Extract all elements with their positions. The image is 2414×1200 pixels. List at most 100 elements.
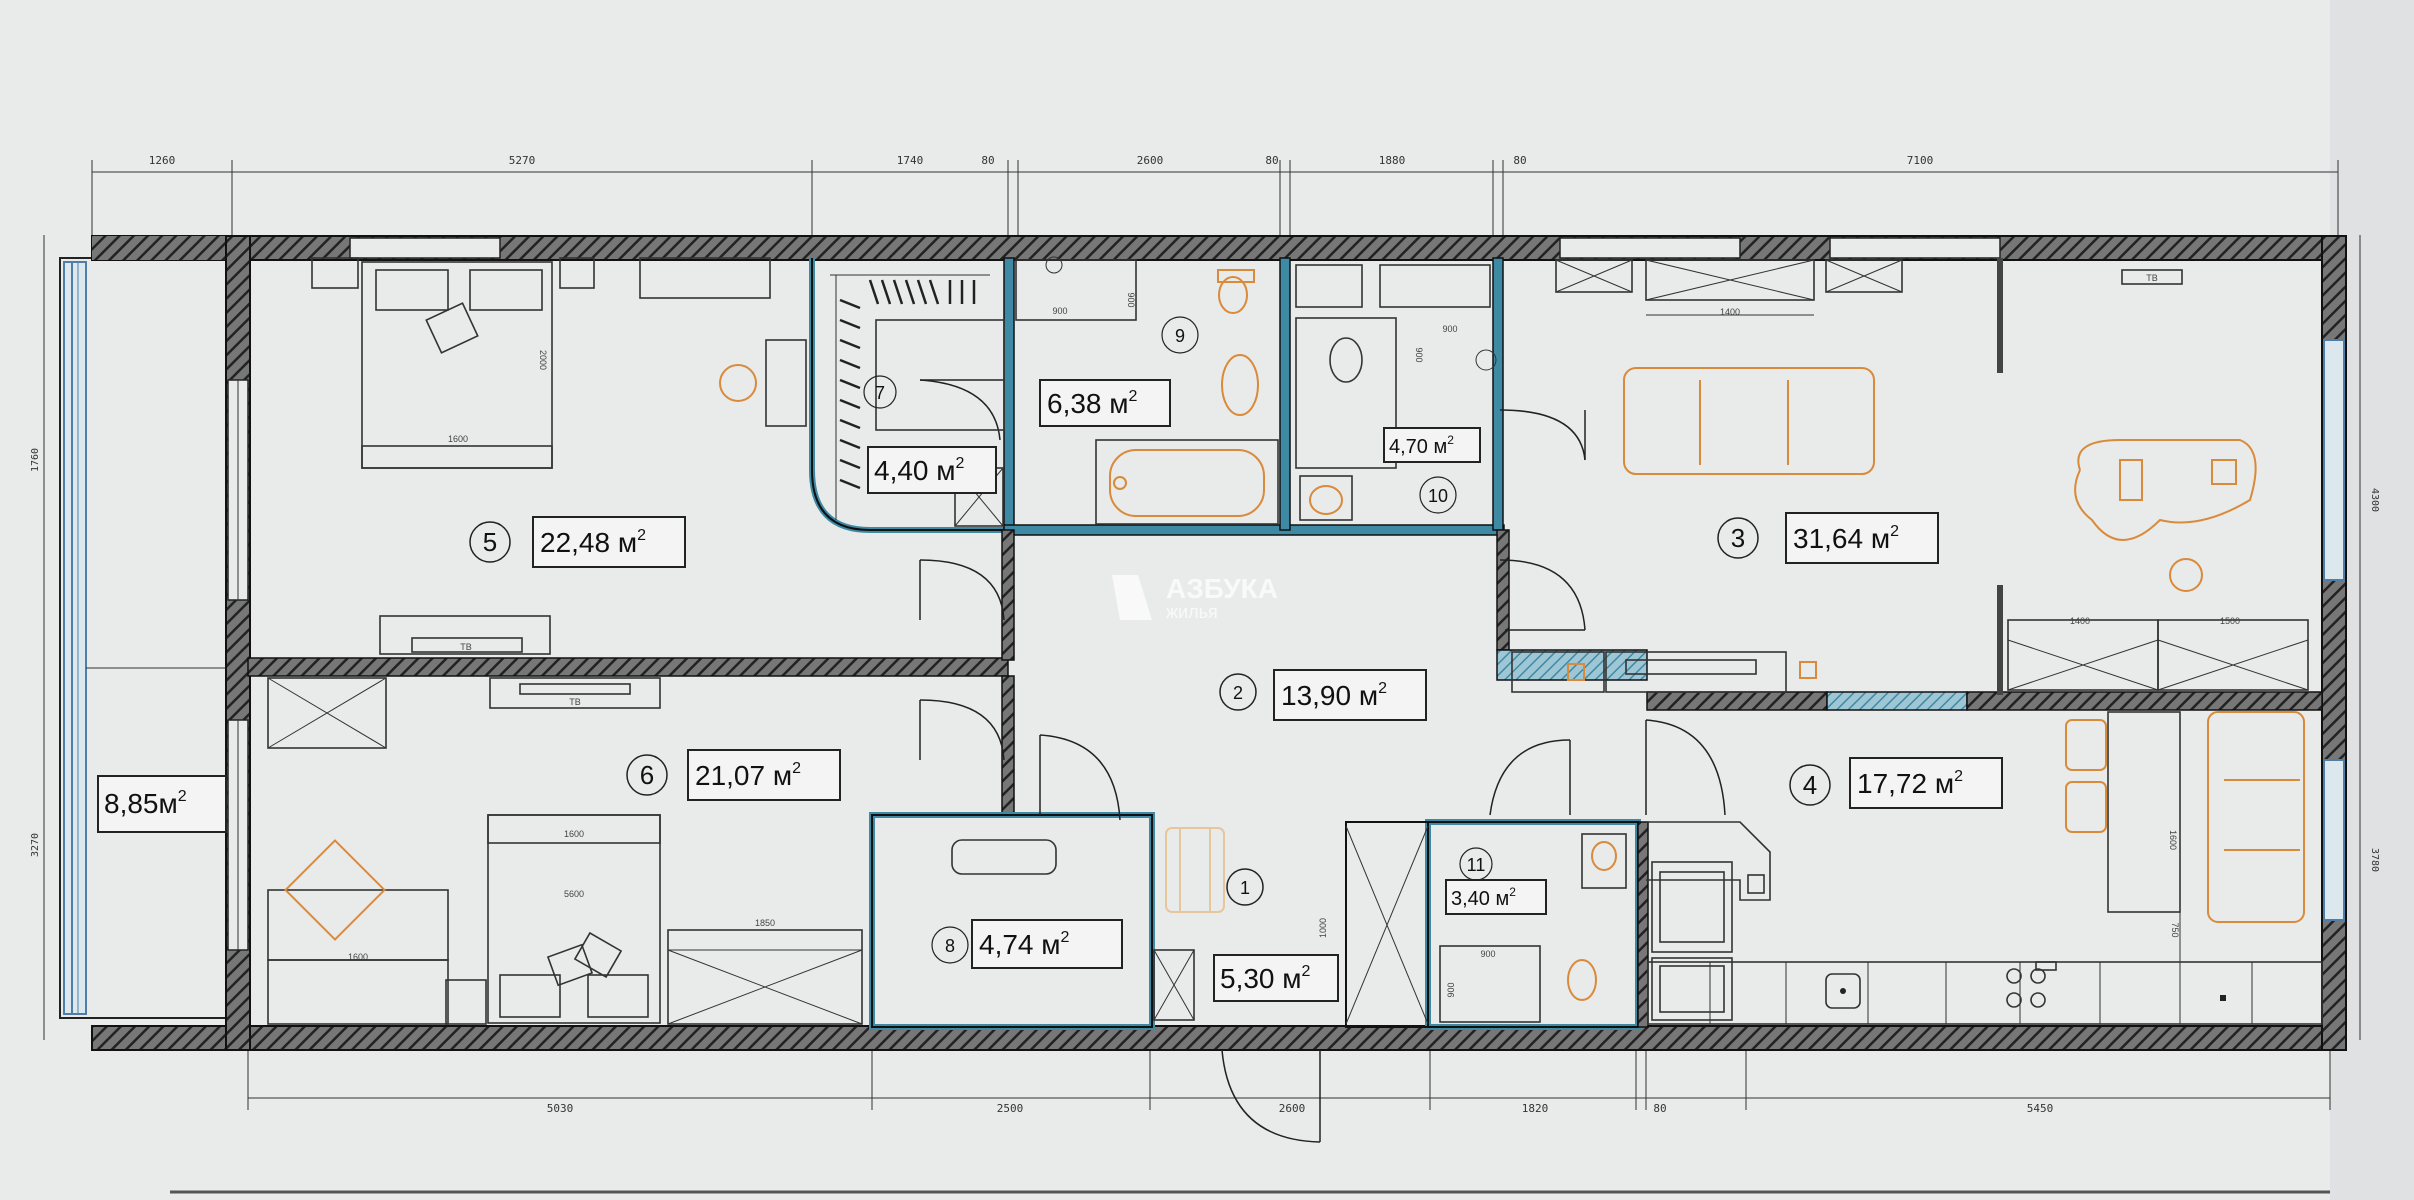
room-5-num-circle xyxy=(469,521,511,563)
dim-right-2: 3780 xyxy=(2369,848,2380,872)
bottom-dimension-chain: 5030 2500 2600 1820 80 5450 xyxy=(247,1040,2331,1115)
room-5-number: 5 xyxy=(483,527,497,557)
dim-bottom-4: 1820 xyxy=(1522,1102,1549,1115)
tv-label-6: ТВ xyxy=(569,697,581,707)
room-3-area: 31,64 м2 xyxy=(1793,523,1899,554)
watermark: АЗБУКА жилья xyxy=(1112,573,1278,622)
dim-top-2: 5270 xyxy=(509,154,536,167)
left-windows xyxy=(227,379,249,951)
balcony-area: 8,85м2 xyxy=(104,788,187,819)
dim-room10-a: 900 xyxy=(1442,324,1457,334)
room-4-area: 17,72 м2 xyxy=(1857,768,1963,799)
tv-label-3: ТВ xyxy=(2146,273,2158,283)
watermark-subtitle: жилья xyxy=(1166,602,1218,622)
dim-kitchen4b: 750 xyxy=(2170,922,2180,937)
dim-kitchen4: 1600 xyxy=(2168,830,2178,850)
balcony xyxy=(59,257,233,1019)
room-9-bathroom: 900 900 xyxy=(1015,256,1279,525)
dim-desk6: 1600 xyxy=(348,952,368,962)
room-7-num-circle xyxy=(863,375,897,409)
room-7-area-box xyxy=(867,446,997,494)
room-labels: 5 22,48 м2 6 21,07 м2 7 4,40 м2 9 6,38 м… xyxy=(97,316,2003,1002)
dim-top-6: 80 xyxy=(1265,154,1278,167)
room-8-num-circle xyxy=(931,926,969,964)
dim-left-1: 1760 xyxy=(30,448,41,472)
room-4-number: 4 xyxy=(1803,770,1817,800)
dim-room9-b: 900 xyxy=(1126,292,1136,307)
dim-room10-b: 900 xyxy=(1414,347,1424,362)
room-6-num-circle xyxy=(626,754,668,796)
room-11-bathroom: 900 900 xyxy=(1439,833,1627,1023)
doors xyxy=(919,379,1726,1143)
dim-top-8: 80 xyxy=(1513,154,1526,167)
room-7-number: 7 xyxy=(875,383,885,403)
dim-top-4: 80 xyxy=(981,154,994,167)
room-9-number: 9 xyxy=(1175,326,1185,346)
room-10-bathroom: 900 900 xyxy=(1295,264,1497,521)
room-6-number: 6 xyxy=(640,760,654,790)
room-9-num-circle xyxy=(1161,316,1199,354)
room-1-area: 5,30 м2 xyxy=(1220,963,1311,994)
room-4-area-box xyxy=(1849,757,2003,809)
room-5-area-box xyxy=(532,516,686,568)
room-1-area-box xyxy=(1213,954,1339,1002)
room-10-number: 10 xyxy=(1428,486,1448,506)
room-3-area-box xyxy=(1785,512,1939,564)
room-7-area: 4,40 м2 xyxy=(874,455,965,486)
room-11-area-box xyxy=(1445,879,1547,915)
room-10-area: 4,70 м2 xyxy=(1389,433,1454,458)
dim-sofa3: 1400 xyxy=(1720,307,1740,317)
room-2-number: 2 xyxy=(1233,683,1243,703)
room-8-bathroom xyxy=(951,839,1195,1021)
room-11-number: 11 xyxy=(1467,855,1486,875)
room-2-num-circle xyxy=(1219,673,1257,711)
dim-bench3b: 1500 xyxy=(2220,616,2240,626)
dim-room11-a: 900 xyxy=(1480,949,1495,959)
room-4-num-circle xyxy=(1789,764,1831,806)
dim-bottom-5: 80 xyxy=(1653,1102,1666,1115)
room-1-num-circle xyxy=(1226,868,1264,906)
room-2-area: 13,90 м2 xyxy=(1281,680,1387,711)
room-5-area: 22,48 м2 xyxy=(540,527,646,558)
dim-bench3a: 1400 xyxy=(2070,616,2090,626)
dim-bed6-l: 5600 xyxy=(564,889,584,899)
room-6-area: 21,07 м2 xyxy=(695,760,801,791)
dim-top-3: 1740 xyxy=(897,154,924,167)
room-7-wardrobe xyxy=(830,274,1005,527)
dim-top-9: 7100 xyxy=(1907,154,1934,167)
watermark-logo-icon xyxy=(1112,575,1152,620)
room-9-area: 6,38 м2 xyxy=(1047,388,1138,419)
side-dimension-chains: 1760 3270 4300 3780 xyxy=(30,235,2380,1040)
room-8-number: 8 xyxy=(945,936,955,956)
dim-wardrobe6: 1850 xyxy=(755,918,775,928)
dim-hall1: 1000 xyxy=(1318,918,1328,938)
dim-room9-a: 900 xyxy=(1052,306,1067,316)
dim-bed5-h: 2000 xyxy=(538,350,548,370)
dim-bed5-w: 1600 xyxy=(448,434,468,444)
hall-1-furniture: 1000 xyxy=(1165,827,1328,938)
dim-bottom-6: 5450 xyxy=(2027,1102,2054,1115)
dim-left-2: 3270 xyxy=(30,833,41,857)
right-windows xyxy=(2323,339,2345,921)
dim-top-1: 1260 xyxy=(149,154,176,167)
balcony-area-box xyxy=(97,775,227,833)
room-2-area-box xyxy=(1273,669,1427,721)
room-6-furniture: ТВ 1600 5600 1600 1850 xyxy=(267,677,863,1025)
dim-bed6-w: 1600 xyxy=(564,829,584,839)
room-11-area: 3,40 м2 xyxy=(1451,885,1516,910)
dim-top-7: 1880 xyxy=(1379,154,1406,167)
room-3-furniture: 1400 ТВ 1400 1500 xyxy=(1511,259,2309,693)
room-8-area-box xyxy=(971,919,1123,969)
room-6-area-box xyxy=(687,749,841,801)
tv-label-5: ТВ xyxy=(460,642,472,652)
room-5-furniture: 1600 2000 ТВ xyxy=(311,257,807,655)
room-10-area-box xyxy=(1383,427,1481,463)
top-windows xyxy=(349,237,2001,259)
top-dimension-chain: 1260 5270 1740 80 2600 80 1880 80 7100 xyxy=(91,154,2339,240)
room-8-area: 4,74 м2 xyxy=(979,929,1070,960)
room-10-num-circle xyxy=(1419,476,1457,514)
room-9-area-box xyxy=(1039,379,1171,427)
